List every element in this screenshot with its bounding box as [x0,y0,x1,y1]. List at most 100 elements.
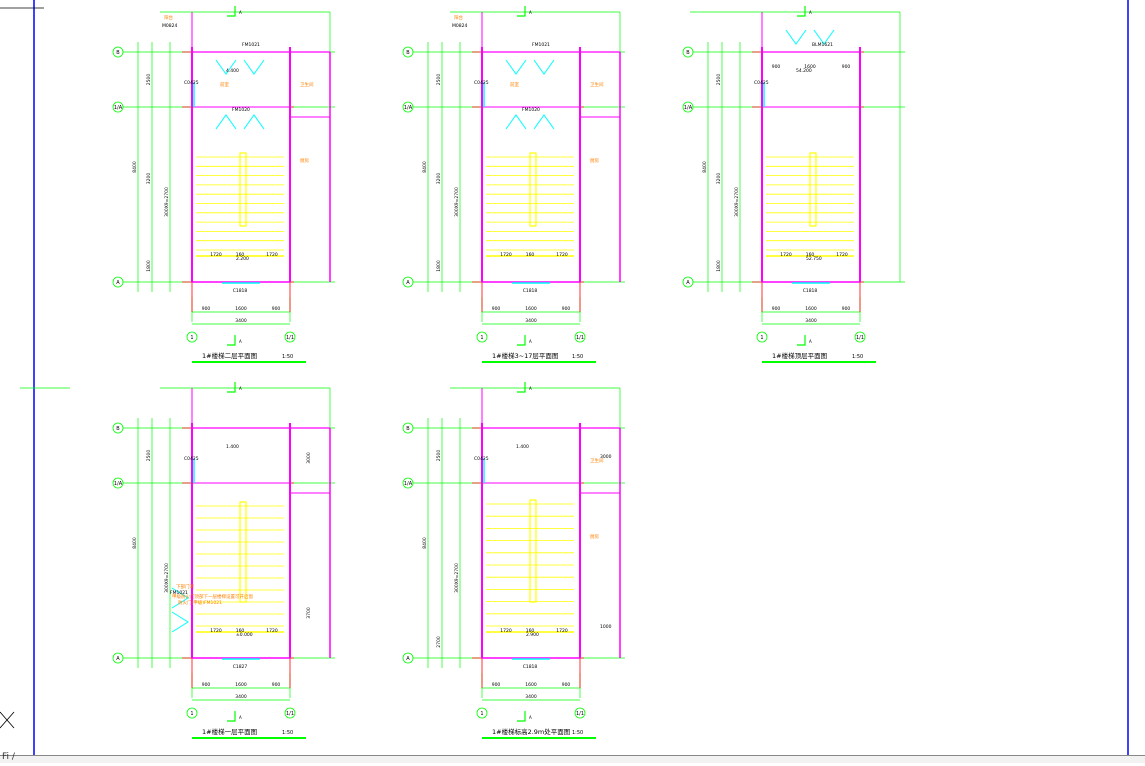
plan-label-room-right-top: 卫生间 [590,457,604,464]
plan-title-text: 1#楼梯顶层平面图 [772,351,827,360]
axis-bubble-label: 1/1 [856,335,864,341]
axis-bubble-label: 1/A [114,481,123,487]
dim-text-left-total: 8400 [422,537,428,549]
axis-bubble-row: 1/A [112,101,124,113]
plan-label-dim-side2: 3000 [600,454,612,460]
axis-bubble-label: 1 [190,711,193,717]
stair-well [809,152,817,227]
section-mark: A [517,6,532,17]
axis-bubble-row: A [112,276,124,288]
dim-text-left: 3200 [436,173,442,185]
plan-label-window-left: C0425 [184,80,199,86]
elevation-text: 52.750 [806,256,822,262]
axis-bubble-circle [476,707,488,719]
dim-text-left-run: 300X9=2700 [454,563,460,593]
axis-bubble-circle [574,707,586,719]
dim-text-left: 2500 [436,74,442,86]
axis-bubble-circle [112,422,124,434]
dim-text-total: 3400 [235,694,247,700]
plan-label-dim-door-left: 900 [772,64,781,70]
command-line-text: Fi / [2,752,15,762]
axis-bubble-label: 1/A [404,105,413,111]
section-mark-bracket [517,6,526,17]
section-mark-label: A [529,386,532,391]
plan-title-text: 1#楼梯3~17层平面图 [492,351,558,360]
stair-well [239,501,247,603]
dim-text-bottom: 1600 [525,682,537,688]
plan-label-window-left: C0425 [474,456,489,462]
plan-label-note3: 下部门洞 [176,583,194,590]
axis-bubble-circle [682,276,694,288]
axis-bubble-circle [682,101,694,113]
plan-label-window-bottom: C1818 [523,288,538,294]
dim-text-stair: 1720 [556,252,568,258]
dim-text-stair: 1720 [556,628,568,634]
plan-label-window-top: M0824 [162,23,177,29]
plan-label-window-bottom: C1818 [803,288,818,294]
dim-text-bottom: 900 [772,306,781,312]
axis-bubble-circle [186,707,198,719]
plan-title-text: 1#楼梯二层平面图 [202,351,257,360]
plan-scale-text: 1:50 [282,730,293,736]
section-mark-bracket [517,335,526,346]
door-swing-top [785,29,835,45]
dim-text-left-total: 8400 [702,161,708,173]
section-mark: A [227,335,242,346]
axis-bubble-row: B [402,46,414,58]
plan-scale-text: 1:50 [852,354,863,360]
axis-bubble-label: B [686,50,690,56]
section-mark-label: A [239,386,242,391]
axis-bubble-label: A [116,280,120,286]
section-mark-bracket [227,382,236,393]
section-mark-bracket [517,382,526,393]
axis-bubble-label: 1/1 [576,711,584,717]
section-mark: A [227,711,242,722]
plan-title: 1#楼梯顶层平面图 1:50 [762,351,876,363]
axis-bubble-row: B [682,46,694,58]
dim-text-right: 3700 [306,607,312,619]
elevation-text: 1.400 [226,444,239,450]
dim-text-stair: 1720 [836,252,848,258]
axis-bubble-label: 1/A [114,105,123,111]
section-mark-label: A [809,339,812,344]
axis-bubble-circle [112,101,124,113]
dim-text-left: 1800 [436,260,442,272]
section-mark-label: A [809,10,812,15]
axis-bubble-col: 1/1 [574,331,586,343]
axis-bubble-row: 1/A [682,101,694,113]
axis-bubble-label: A [406,280,410,286]
axis-bubble-col: 1 [476,331,488,343]
plan-label-note2: 防火门(甲级)FM1021 [178,599,222,606]
axis-bubble-col: 1/1 [854,331,866,343]
dim-text-left-run: 300X9=2700 [164,187,170,217]
dim-text-left: 3200 [146,173,152,185]
dim-text-bottom: 900 [562,682,571,688]
section-mark-bracket [797,335,806,346]
axis-bubble-label: 1/1 [286,335,294,341]
axis-bubble-row: A [402,276,414,288]
dim-text-bottom: 1600 [525,306,537,312]
axis-bubble-circle [112,46,124,58]
plan-label-room-right: 厨房 [590,157,599,164]
elevation-text: ±0.000 [236,632,253,638]
axis-bubble-circle [476,331,488,343]
plan-label-dim-side: 1000 [600,624,612,630]
dim-text-stair: 1720 [780,252,792,258]
stair-well [529,152,537,227]
plan-label-door-top: FM1021 [532,42,550,48]
axis-bubble-row: B [112,46,124,58]
axis-bubble-circle [402,422,414,434]
plan-scale-text: 1:50 [572,730,583,736]
plan-label-window-left: C0425 [184,456,199,462]
dim-text-bottom: 1600 [805,306,817,312]
axis-bubble-circle [574,331,586,343]
command-line[interactable]: Fi / [0,752,1145,763]
stair-well [239,152,247,227]
dim-text-left: 2500 [436,450,442,462]
axis-bubble-circle [756,331,768,343]
